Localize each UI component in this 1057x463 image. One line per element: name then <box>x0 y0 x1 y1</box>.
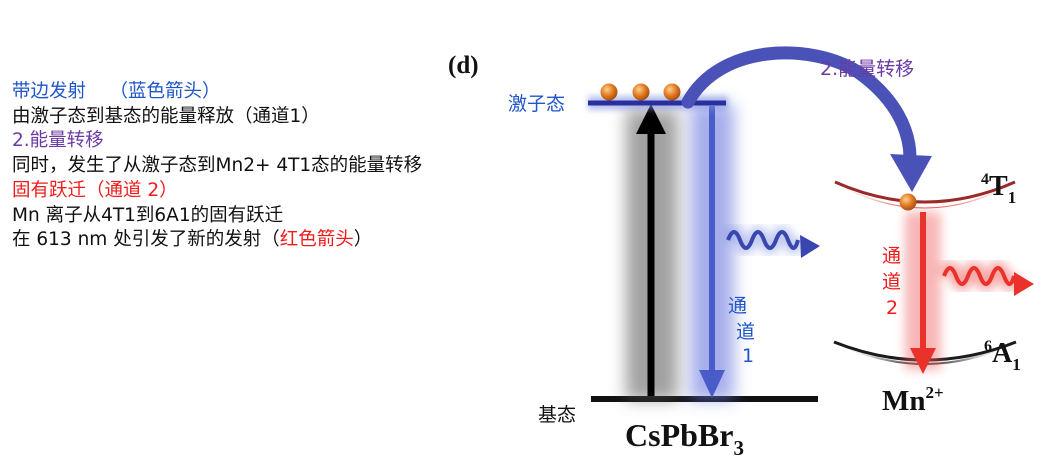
electron-dot <box>600 83 618 101</box>
note-line-intrinsic-title: 固有跃迁（通道 2） <box>12 179 178 201</box>
note-line-intrinsic: Mn 离子从4T1到6A1的固有跃迁 <box>12 204 284 226</box>
channel2-label-char: 道 <box>882 271 901 293</box>
energy-transfer-arrowhead <box>890 154 932 192</box>
channel2-label-char: 通 <box>882 245 901 267</box>
note-line-channel1: 由激子态到基态的能量释放（通道1） <box>12 105 320 127</box>
transferred-electron-dot <box>899 193 917 211</box>
red-emission-wave <box>942 266 1016 286</box>
blue-emission-wave <box>726 230 800 250</box>
a1-superscript: 6 <box>984 338 992 355</box>
absorption-arrow-head <box>636 104 666 134</box>
mn-label: Mn2+ <box>882 383 944 417</box>
excited-state-label: 激子态 <box>508 93 565 115</box>
mn-superscript: 2+ <box>926 383 944 402</box>
channel2-arrow-head <box>910 348 936 374</box>
note-band-edge-paren: （蓝色箭头） <box>109 81 221 102</box>
electron-dot <box>663 83 681 101</box>
red-emission-arrowhead <box>1014 272 1034 296</box>
material-label: CsPbBr3 <box>625 417 744 460</box>
channel1-label-char: 通 <box>728 295 747 317</box>
a1-level-glow <box>836 341 1014 365</box>
t1-level-glow <box>838 183 1012 209</box>
note-line-energy-transfer: 同时，发生了从激子态到Mn2+ 4T1态的能量转移 <box>12 155 423 177</box>
note-emission-red: 红色箭头 <box>279 229 354 251</box>
channel1-label-char: 1 <box>742 345 754 367</box>
blue-emission-arrowhead <box>800 235 820 258</box>
t1-level-curve <box>834 180 1016 204</box>
note-line-band-edge: 带边发射 （蓝色箭头） <box>12 80 422 105</box>
t1-subscript: 1 <box>1008 188 1017 207</box>
note-emission-main: 在 613 nm 处引发了新的发射（ <box>12 229 280 251</box>
ground-state-label: 基态 <box>538 404 576 426</box>
a1-subscript: 1 <box>1012 355 1021 374</box>
t1-superscript: 4 <box>981 171 989 188</box>
annotation-notes: 带边发射 （蓝色箭头） 由激子态到基态的能量释放（通道1） 2.能量转移 同时，… <box>12 80 422 253</box>
material-main: CsPbBr <box>625 417 733 453</box>
panel-label: (d) <box>448 52 479 79</box>
channel1-arrow-head <box>699 370 725 398</box>
a1-label: 6A1 <box>984 338 1021 374</box>
a1-main: A <box>992 338 1013 369</box>
t1-main: T <box>989 171 1008 202</box>
channel2-label-char: 2 <box>886 297 898 319</box>
note-line-energy-transfer-title: 2.能量转移 <box>12 130 104 152</box>
mn-main: Mn <box>882 385 926 417</box>
note-line-emission: 在 613 nm 处引发了新的发射（红色箭头） <box>12 228 422 253</box>
note-band-edge-title: 带边发射 <box>12 81 87 102</box>
electron-dot <box>632 83 650 101</box>
material-subscript: 3 <box>733 436 744 460</box>
note-emission-end: ） <box>353 229 373 251</box>
t1-label: 4T1 <box>981 171 1016 207</box>
channel1-label-char: 道 <box>736 321 755 343</box>
energy-transfer-label: 2.能量转移 <box>820 58 914 80</box>
energy-transfer-arrow <box>681 46 917 165</box>
